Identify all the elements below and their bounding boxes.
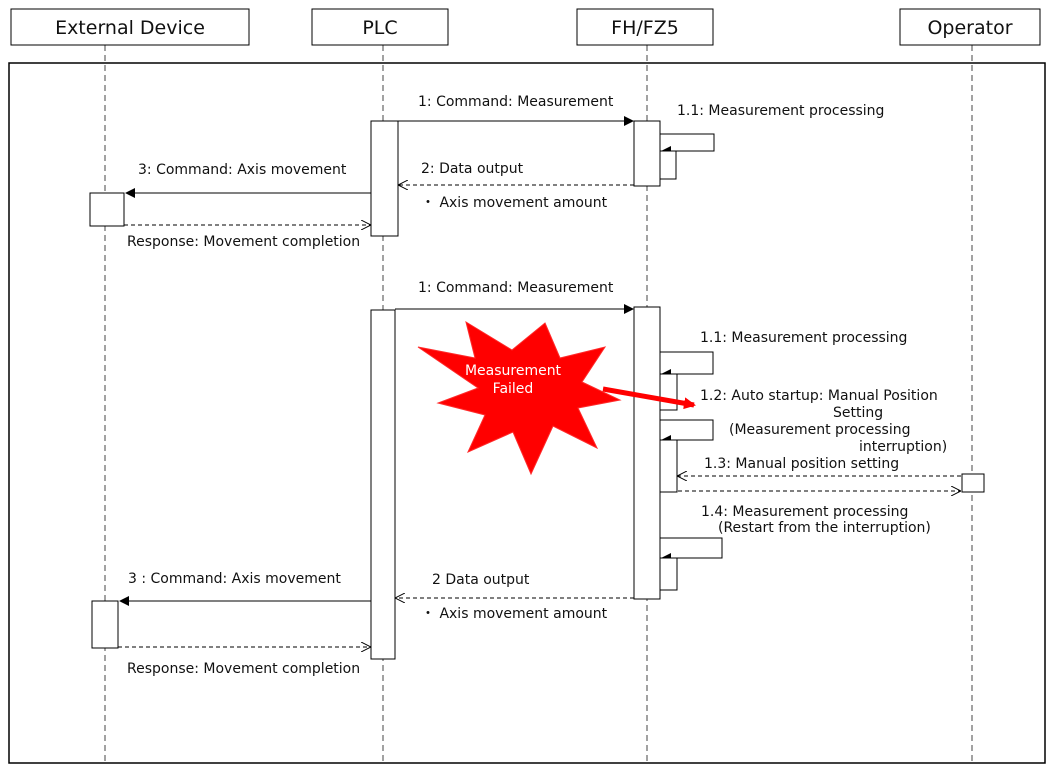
message-label: 3 : Command: Axis movement — [128, 571, 341, 587]
participant-external-device: External Device — [10, 8, 250, 46]
message-label: (Restart from the interruption) — [718, 520, 931, 536]
message-note: ・ Axis movement amount — [421, 606, 608, 622]
measurement-failed-burst: Measurement Failed — [417, 320, 696, 476]
message-label: 1: Command: Measurement — [418, 94, 614, 110]
participant-plc: PLC — [311, 8, 449, 46]
nested-activation — [659, 439, 678, 493]
nested-activation — [659, 150, 677, 180]
participant-fh-fz5: FH/FZ5 — [576, 8, 714, 46]
activation-fh-1 — [633, 120, 661, 187]
failure-arrow — [602, 386, 696, 410]
burst-icon — [417, 320, 622, 476]
message-label: 2: Data output — [421, 161, 524, 177]
message-label: 2 Data output — [432, 572, 530, 588]
participant-operator: Operator — [899, 8, 1041, 46]
message-label: (Measurement processing — [729, 422, 910, 438]
activation-plc-2 — [370, 309, 396, 660]
activation-operator — [961, 473, 985, 493]
nested-activation — [659, 557, 678, 591]
message-label: Response: Movement completion — [127, 234, 360, 250]
message-label: 1: Command: Measurement — [418, 280, 614, 296]
activation-external-2 — [91, 600, 119, 649]
participant-label: FH/FZ5 — [611, 17, 679, 39]
self-call-arrow — [660, 419, 714, 441]
message-note: ・ Axis movement amount — [421, 195, 608, 211]
activation-plc-1 — [370, 120, 399, 237]
activation-fh-2 — [633, 306, 661, 600]
burst-label: Measurement — [465, 363, 562, 379]
activation-external-1 — [89, 192, 125, 227]
message-label: 1.4: Measurement processing — [701, 504, 908, 520]
participant-label: Operator — [927, 17, 1012, 39]
message-label: 1.2: Auto startup: Manual Position — [700, 388, 938, 404]
message-label: 1.1: Measurement processing — [677, 103, 884, 119]
self-call-arrow — [660, 537, 723, 559]
self-call-arrow — [660, 351, 714, 375]
message-label: 1.3: Manual position setting — [704, 456, 899, 472]
burst-label: Failed — [493, 381, 534, 397]
message-label: 1.1: Measurement processing — [700, 330, 907, 346]
sequence-2: 1: Command: Measurement 1.1: Measurement… — [91, 280, 985, 677]
sequence-1: 1: Command: Measurement 1.1: Measurement… — [89, 94, 884, 250]
message-label: interruption) — [859, 439, 947, 455]
message-label: Response: Movement completion — [127, 661, 360, 677]
message-label: 3: Command: Axis movement — [138, 162, 347, 178]
message-label: Setting — [833, 405, 883, 421]
participant-label: PLC — [362, 17, 397, 39]
self-call-arrow — [660, 133, 715, 152]
nested-activation — [659, 373, 678, 411]
participant-label: External Device — [55, 17, 205, 39]
diagram-frame — [8, 62, 1046, 764]
